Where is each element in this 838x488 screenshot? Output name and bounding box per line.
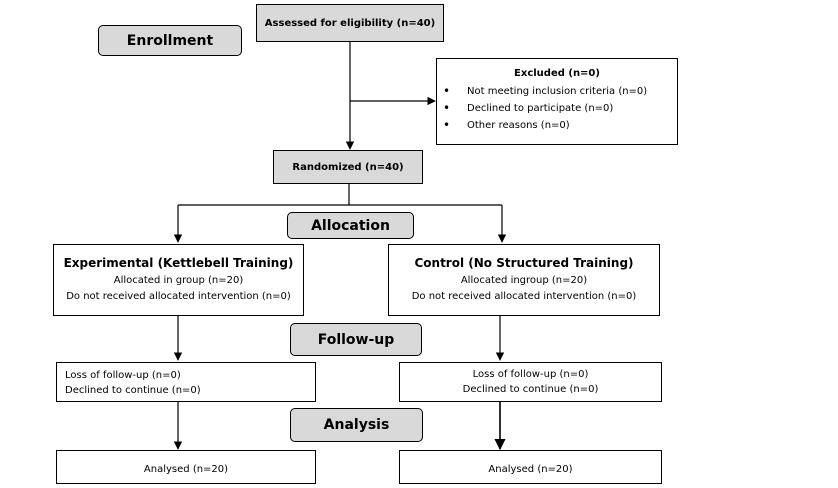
analysis-stage-label: Analysis <box>290 408 423 442</box>
experimental-allocation-box: Experimental (Kettlebell Training) Alloc… <box>53 244 304 316</box>
experimental-loss-followup: Loss of follow-up (n=0) <box>65 370 181 381</box>
control-loss-followup: Loss of follow-up (n=0) <box>472 369 589 380</box>
experimental-title: Experimental (Kettlebell Training) <box>63 255 294 270</box>
allocation-stage-label: Allocation <box>287 212 414 239</box>
experimental-analysis-box: Analysed (n=20) <box>56 450 316 484</box>
experimental-analysed: Analysed (n=20) <box>143 464 229 475</box>
experimental-declined: Declined to continue (n=0) <box>65 385 201 396</box>
control-analysis-box: Analysed (n=20) <box>399 450 662 484</box>
experimental-not-received: Do not received allocated intervention (… <box>66 290 291 302</box>
followup-stage-label: Follow-up <box>290 323 422 356</box>
randomized-box: Randomized (n=40) <box>273 150 423 184</box>
assessed-box: Assessed for eligibility (n=40) <box>256 4 444 42</box>
control-declined: Declined to continue (n=0) <box>462 384 599 395</box>
excluded-reason-item: Other reasons (n=0) <box>443 117 677 134</box>
excluded-reason-item: Declined to participate (n=0) <box>443 100 677 117</box>
experimental-allocated: Allocated in group (n=20) <box>113 274 244 286</box>
excluded-reasons-list: Not meeting inclusion criteria (n=0) Dec… <box>437 83 677 134</box>
excluded-title: Excluded (n=0) <box>514 68 600 79</box>
control-followup-box: Loss of follow-up (n=0) Declined to cont… <box>399 362 662 402</box>
control-not-received: Do not received allocated intervention (… <box>411 290 637 302</box>
excluded-reason-item: Not meeting inclusion criteria (n=0) <box>443 83 677 100</box>
control-analysed: Analysed (n=20) <box>488 464 573 475</box>
control-allocation-box: Control (No Structured Training) Allocat… <box>388 244 660 316</box>
enrollment-stage-label: Enrollment <box>98 25 242 56</box>
control-title: Control (No Structured Training) <box>414 255 634 270</box>
control-allocated: Allocated ingroup (n=20) <box>460 274 588 286</box>
excluded-box: Excluded (n=0) Not meeting inclusion cri… <box>436 58 678 145</box>
experimental-followup-box: Loss of follow-up (n=0) Declined to cont… <box>56 362 316 402</box>
